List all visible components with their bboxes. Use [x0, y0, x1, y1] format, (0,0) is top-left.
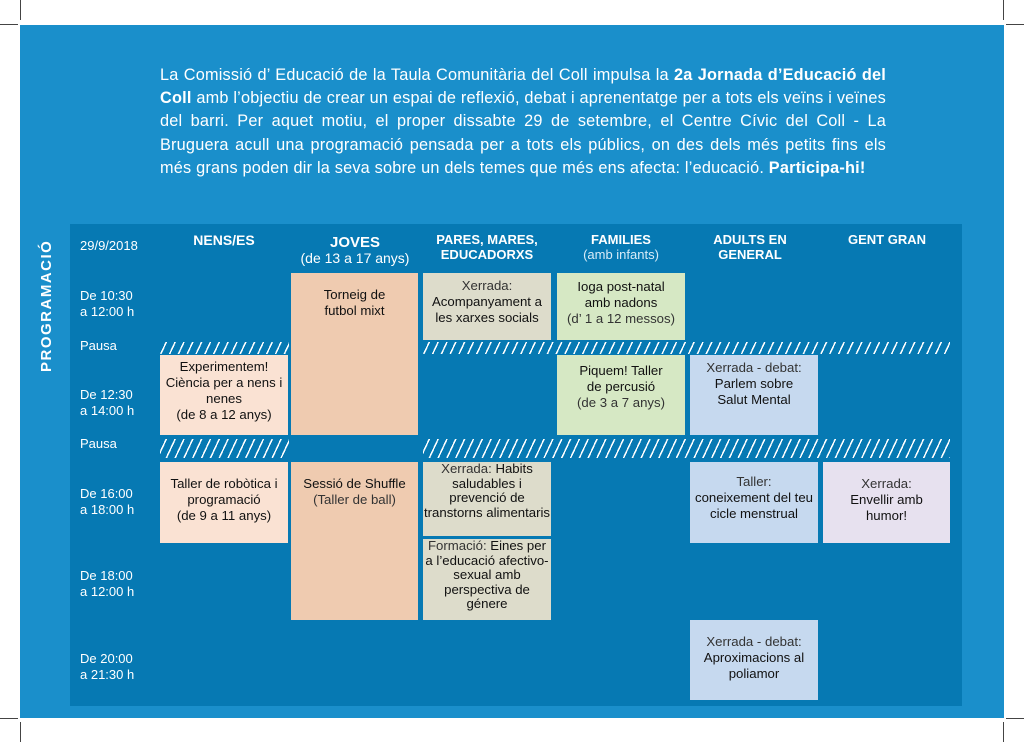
event-acompanyament: Xerrada:Acompanyament a les xarxes socia…: [423, 273, 551, 340]
column-header-joves: JOVES(de 13 a 17 anys): [300, 234, 410, 266]
column-header-pares: PARES, MARES, EDUCADORXS: [436, 232, 538, 262]
column-header-families: FAMILIES(amb infants): [583, 232, 659, 262]
event-experimentem: Experimentem! Ciència per a nens i nenes…: [160, 355, 288, 435]
time-slot-3: De 16:00 a 18:00 h: [80, 486, 135, 517]
event-shuffle: Sessió de Shuffle(Taller de ball): [291, 462, 418, 620]
event-parlem-salut-mental: Xerrada - debat:Parlem sobre Salut Menta…: [690, 355, 818, 435]
pause-hatch: [423, 439, 950, 458]
event-envellir-amb-humor: Xerrada:Envellir amb humor!: [823, 462, 950, 543]
event-habits-saludables: Xerrada: Habits saludables i prevenció d…: [423, 461, 551, 536]
event-ioga: Ioga post-natal amb nadons(d’ 1 a 12 mes…: [557, 273, 685, 340]
event-piquem: Piquem! Taller de percusió(de 3 a 7 anys…: [557, 355, 685, 435]
time-slot-4: De 18:00 a 12:00 h: [80, 568, 135, 599]
pause-hatch: [160, 342, 289, 354]
crop-mark: [1003, 0, 1004, 20]
pause-hatch: [423, 342, 950, 354]
crop-mark: [20, 722, 21, 742]
column-header-nens: NENS/ES: [193, 232, 255, 248]
programacio-title: PROGRAMACIÓ: [38, 239, 55, 372]
event-robotica: Taller de robòtica i programació(de 9 a …: [160, 462, 288, 543]
event-torneig: Torneig de futbol mixt: [291, 273, 418, 435]
intro-paragraph: La Comissió d’ Educació de la Taula Comu…: [160, 66, 886, 177]
column-header-adults: ADULTS EN GENERAL: [713, 232, 787, 262]
time-slot-2: De 12:30 a 14:00 h: [80, 387, 135, 418]
time-slot-5: De 20:00 a 21:30 h: [80, 651, 135, 682]
time-pausa-1: Pausa: [80, 338, 117, 353]
pause-hatch: [160, 439, 289, 458]
crop-mark: [0, 718, 18, 719]
time-slot-1: De 10:30 a 12:00 h: [80, 288, 135, 319]
crop-mark: [1003, 722, 1004, 742]
column-header-gent-gran: GENT GRAN: [848, 232, 926, 247]
event-cicle-menstrual: Taller:coneixement del teu cicle menstru…: [690, 462, 818, 543]
event-formacio-afectivo-sexual: Formació: Eines per a l’educació afectiv…: [423, 538, 551, 620]
time-pausa-2: Pausa: [80, 436, 117, 451]
crop-mark: [1006, 24, 1024, 25]
event-poliamor: Xerrada - debat:Aproximacions al poliamo…: [690, 620, 818, 700]
crop-mark: [20, 0, 21, 20]
crop-mark: [0, 24, 18, 25]
schedule-date: 29/9/2018: [80, 238, 138, 253]
crop-mark: [1006, 718, 1024, 719]
